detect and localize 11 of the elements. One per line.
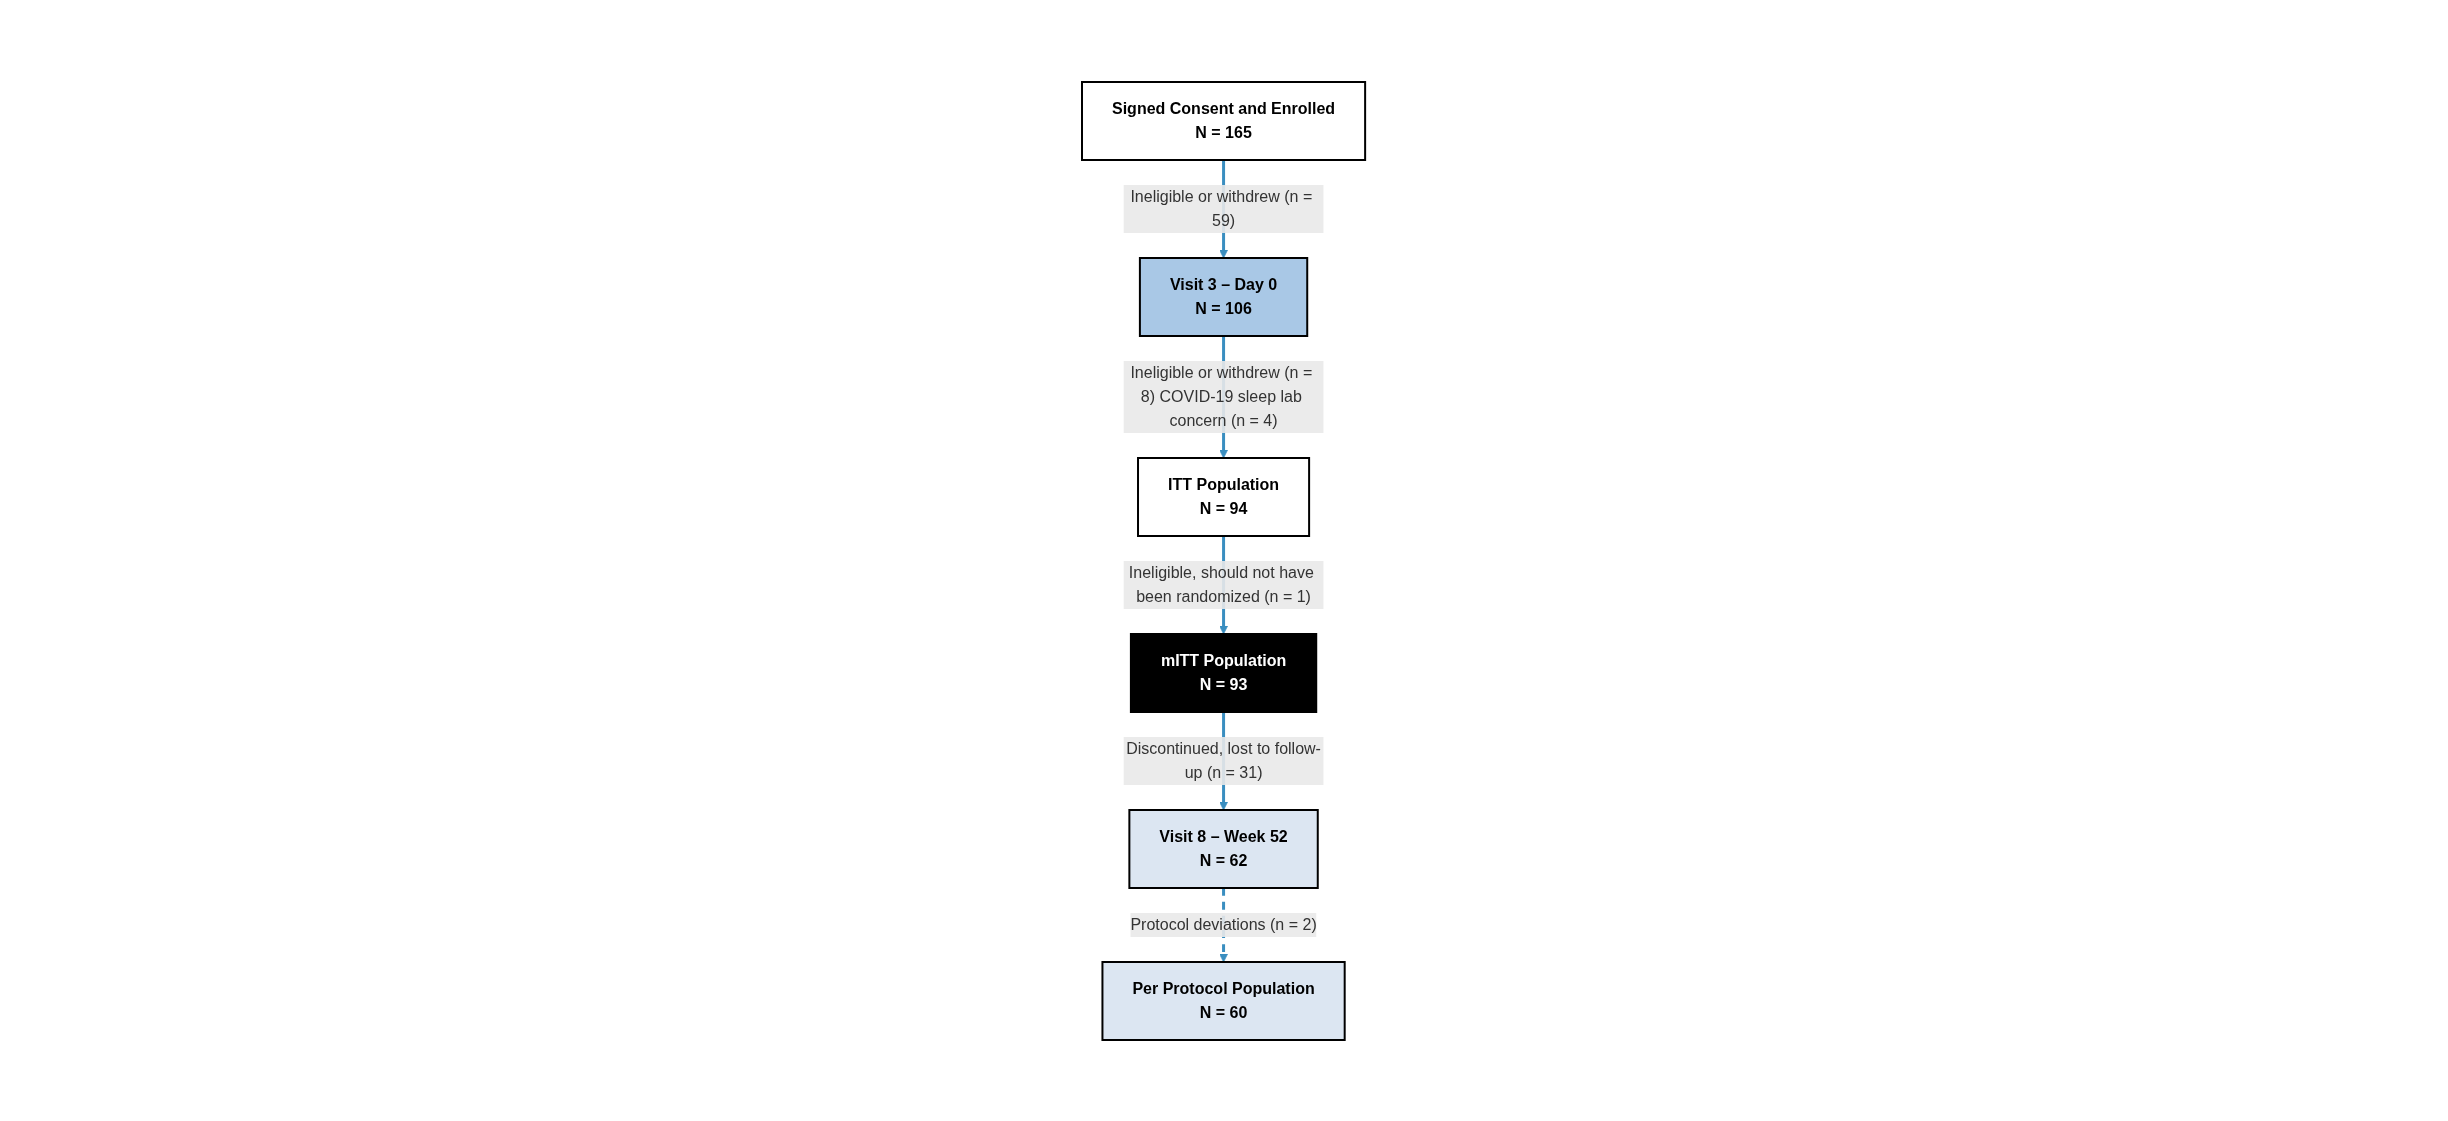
node-box: Signed Consent and Enrolled N = 165 [1081, 80, 1367, 161]
edge-label: Protocol deviations (n = 2) [1130, 915, 1318, 933]
edge-label: Ineligible or withdrew (n = 59) [1130, 187, 1313, 229]
edge-label: Ineligible, should not have been randomized (n = 1) [1129, 563, 1315, 605]
node-box: ITT Population N = 94 [1137, 456, 1311, 537]
edge-label: Discontinued, lost to follow-up (n = 31) [1126, 739, 1322, 781]
node-box: Visit 3 – Day 0 N = 106 [1139, 256, 1309, 337]
node-box: mITT Population N = 93 [1130, 632, 1318, 713]
edge-label: Ineligible or withdrew (n = 8) COVID-19 sleep lab concern (n = 4) [1130, 363, 1313, 429]
node-box: Visit 8 – Week 52 N = 62 [1128, 808, 1320, 889]
node-box: Per Protocol Population N = 60 [1101, 960, 1347, 1041]
